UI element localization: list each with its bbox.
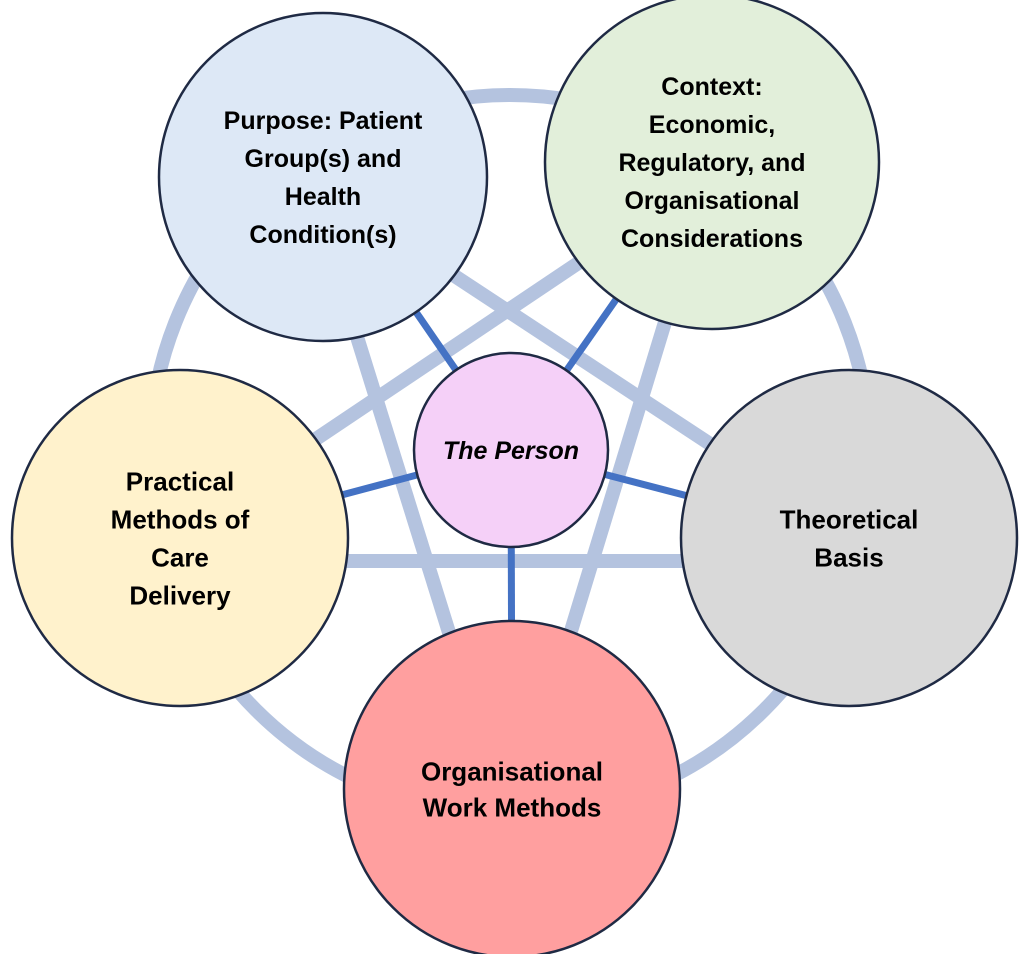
node-purpose-label-line: Health <box>285 183 361 211</box>
node-organisational-label-line: Organisational <box>421 756 603 786</box>
node-context-label-line: Economic, <box>649 111 775 139</box>
node-practical-circle <box>10 368 350 708</box>
node-purpose-label-line: Purpose: Patient <box>224 107 423 135</box>
node-theoretical-label-line: Basis <box>814 542 883 572</box>
node-practical-label-line: Care <box>151 542 209 572</box>
node-context-circle <box>543 0 881 331</box>
node-context-label-line: Considerations <box>621 225 803 253</box>
node-purpose-label-line: Group(s) and <box>245 145 402 173</box>
node-practical-label-line: Methods of <box>111 504 250 534</box>
node-context-label-line: Organisational <box>624 187 799 215</box>
node-purpose-label-line: Condition(s) <box>249 221 396 249</box>
node-practical-label-line: Practical <box>126 466 234 496</box>
node-organisational-label-line: Work Methods <box>423 792 602 822</box>
node-purpose-circle <box>157 11 489 343</box>
node-context-label-line: Context: <box>661 73 762 101</box>
node-theoretical-label-line: Theoretical <box>780 504 919 534</box>
node-context: Context: Economic, Regulatory, andOrganisa… <box>543 0 881 331</box>
node-organisational-circle <box>342 619 682 954</box>
node-theoretical-circle <box>679 368 1019 708</box>
node-practical-label-line: Delivery <box>129 580 231 610</box>
center-node-the-person: The Person <box>412 351 610 549</box>
node-context-label-line: Regulatory, and <box>618 149 805 177</box>
center-node-label: The Person <box>443 437 579 465</box>
center-node-circle <box>412 351 610 549</box>
